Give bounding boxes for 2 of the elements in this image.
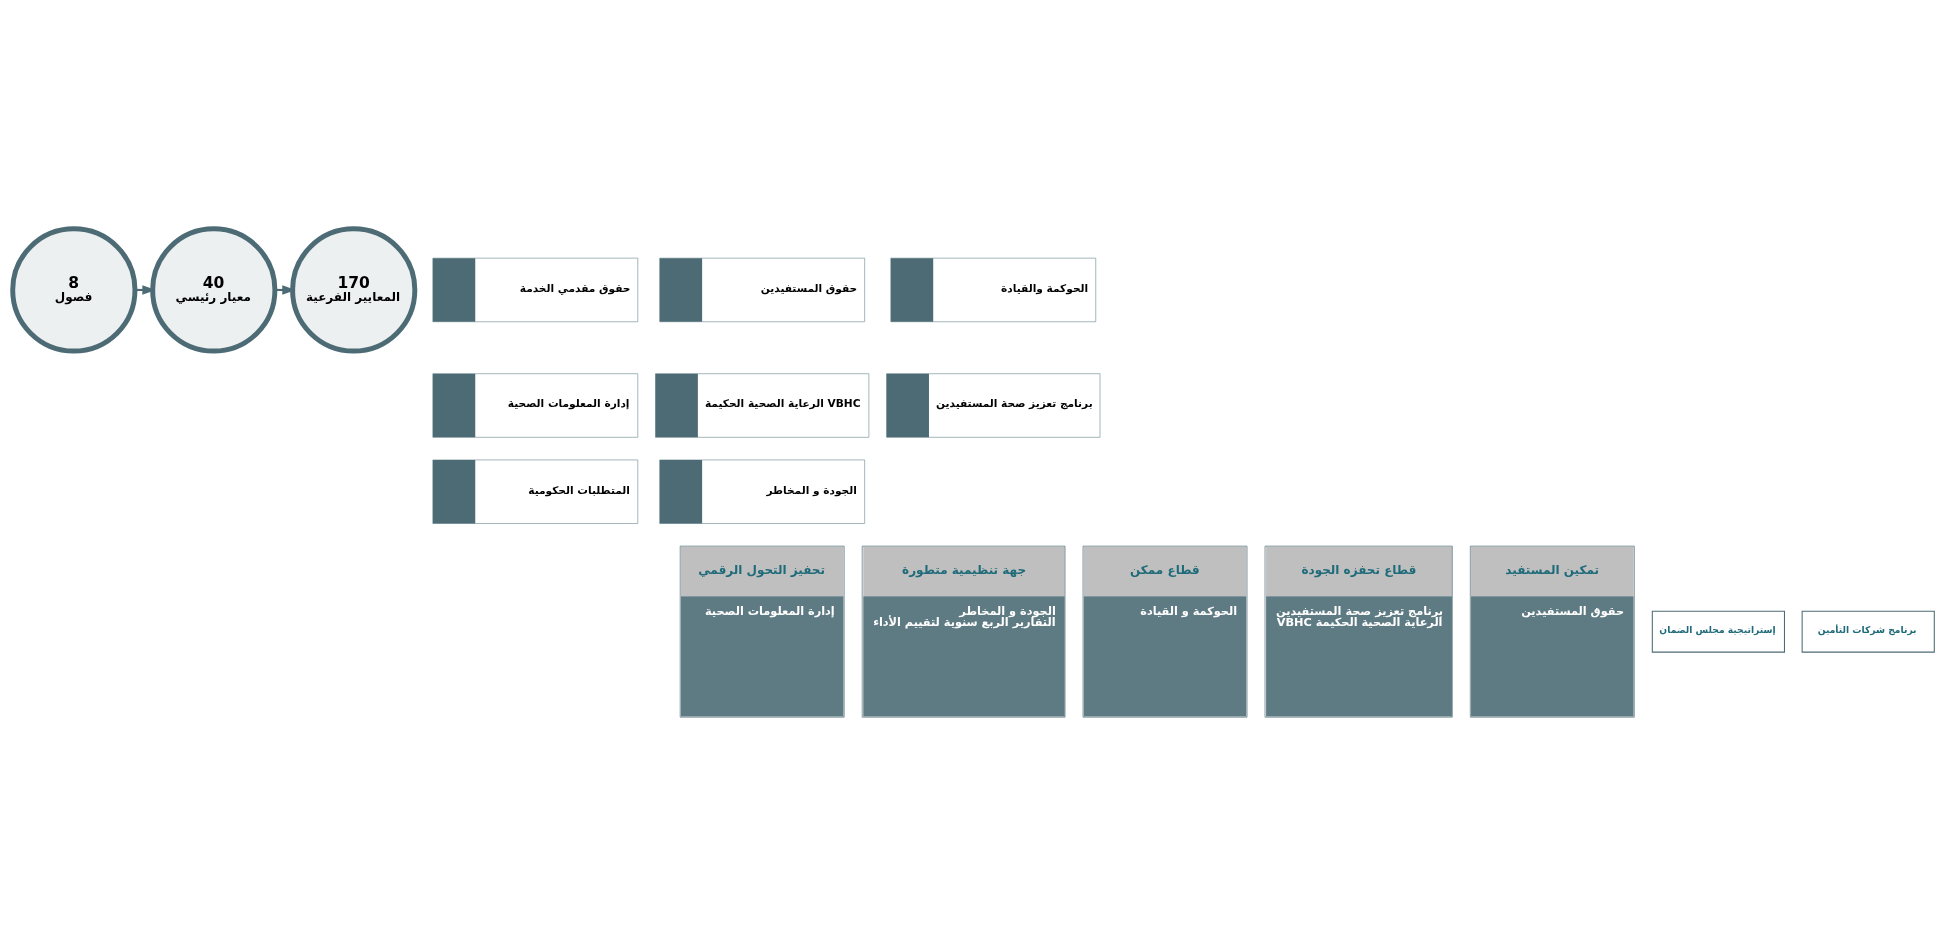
node-box: إستراتيجية مجلس الضمان <box>1651 610 1785 653</box>
node-box: برنامج شركات التأمين <box>1801 610 1935 653</box>
